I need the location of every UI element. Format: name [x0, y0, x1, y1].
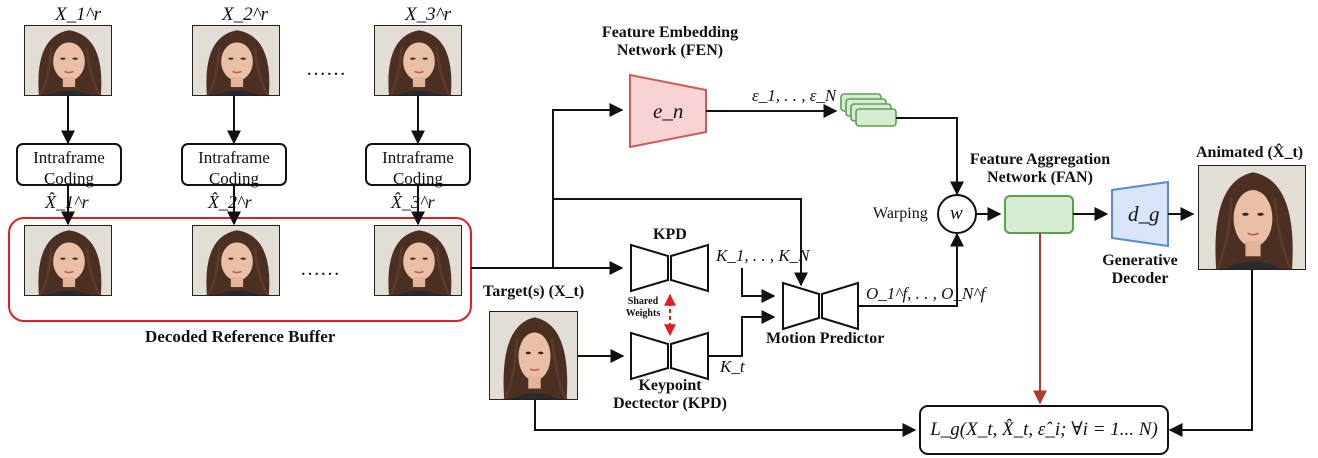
reference-arrows	[61, 96, 425, 226]
motion-output-label: O_1^f, . . , O_N^f	[866, 284, 986, 303]
kpd-bottom-line1: Keypoint	[638, 377, 702, 394]
target-image	[489, 311, 578, 400]
buffer-caption: Decoded Reference Buffer	[145, 327, 336, 346]
target-label: Target(s) (X_t)	[483, 283, 585, 300]
loss-box: L_g(X_t, X̂_t, ε̂_i; ∀i = 1... N)	[919, 405, 1169, 455]
fen-title-line1: Feature Embedding	[601, 24, 739, 41]
ellipsis-top: ……	[306, 58, 346, 80]
fan-block	[1004, 195, 1074, 234]
decoder-label: Generative Decoder	[1095, 252, 1185, 289]
decoder-block-label: d_g	[1128, 202, 1160, 226]
decoder-label-line1: Generative	[1102, 252, 1178, 269]
fen-title: Feature Embedding Network (FEN)	[590, 24, 750, 61]
coding-text-line1: Intraframe	[382, 148, 454, 167]
shared-line2: Weights	[625, 307, 661, 319]
reference-image-1	[24, 25, 112, 96]
kpd-ref-output: K_1, . . , K_N	[716, 246, 810, 265]
decoder-label-line2: Decoder	[1111, 270, 1169, 288]
reference-image-3	[374, 25, 462, 96]
coding-text-line1: Intraframe	[198, 148, 270, 167]
warping-symbol: w	[950, 203, 963, 224]
kpd-top-label: KPD	[653, 226, 687, 243]
ref-label-1: X_1^r	[55, 4, 102, 25]
fen-title-line2: Network (FEN)	[616, 42, 724, 60]
kpd-bottom-label: Keypoint Dectector (KPD)	[600, 377, 740, 414]
fen-block	[629, 73, 707, 149]
ref-label-3: X_3^r	[405, 4, 452, 25]
coding-text-line2: Coding	[43, 169, 95, 188]
ellipsis-buffer: ……	[300, 258, 340, 280]
fen-output-label: ε_1, . . , ε_N	[752, 86, 837, 105]
intraframe-coding-1: Intraframe Coding	[16, 143, 122, 188]
decoded-label-2: X̂_2^r	[208, 192, 252, 212]
kpd-bottom-block	[630, 331, 669, 381]
ref-label-2: X_2^r	[222, 4, 269, 25]
kpd-target-output: K_t	[720, 357, 745, 376]
shared-line1: Shared	[627, 296, 659, 307]
fen-block-label: e_n	[653, 99, 684, 123]
decoded-label-3: X̂_3^r	[391, 192, 435, 212]
kpd-bottom-line2: Dectector (KPD)	[613, 395, 727, 413]
animated-label: Animated (X̂_t)	[1196, 144, 1304, 161]
decoded-image-3	[374, 225, 462, 296]
animated-image	[1198, 165, 1306, 270]
coding-text-line2: Coding	[392, 169, 444, 188]
decoded-image-1	[24, 225, 112, 296]
intraframe-coding-3: Intraframe Coding	[365, 143, 471, 188]
fan-title-line1: Feature Aggregation	[969, 151, 1111, 168]
motion-predictor-label: Motion Predictor	[766, 330, 885, 347]
buffer-branches	[471, 103, 808, 287]
loss-formula: L_g(X_t, X̂_t, ε̂_i; ∀i = 1... N)	[930, 419, 1158, 440]
shared-weights-label: Shared Weights	[618, 296, 668, 319]
intraframe-coding-2: Intraframe Coding	[181, 143, 287, 188]
decoded-image-2	[192, 225, 280, 296]
motion-predictor-block	[782, 281, 820, 331]
coding-text-line2: Coding	[208, 169, 260, 188]
fan-title-line2: Network (FAN)	[987, 169, 1093, 187]
kpd-top-block	[630, 243, 669, 293]
warping-label: Warping	[873, 205, 928, 222]
feature-stack	[840, 93, 897, 127]
decoder-block	[1111, 180, 1169, 248]
fan-title: Feature Aggregation Network (FAN)	[955, 151, 1125, 188]
reference-image-2	[192, 25, 280, 96]
coding-text-line1: Intraframe	[33, 148, 105, 167]
decoded-label-1: X̂_1^r	[45, 192, 89, 212]
